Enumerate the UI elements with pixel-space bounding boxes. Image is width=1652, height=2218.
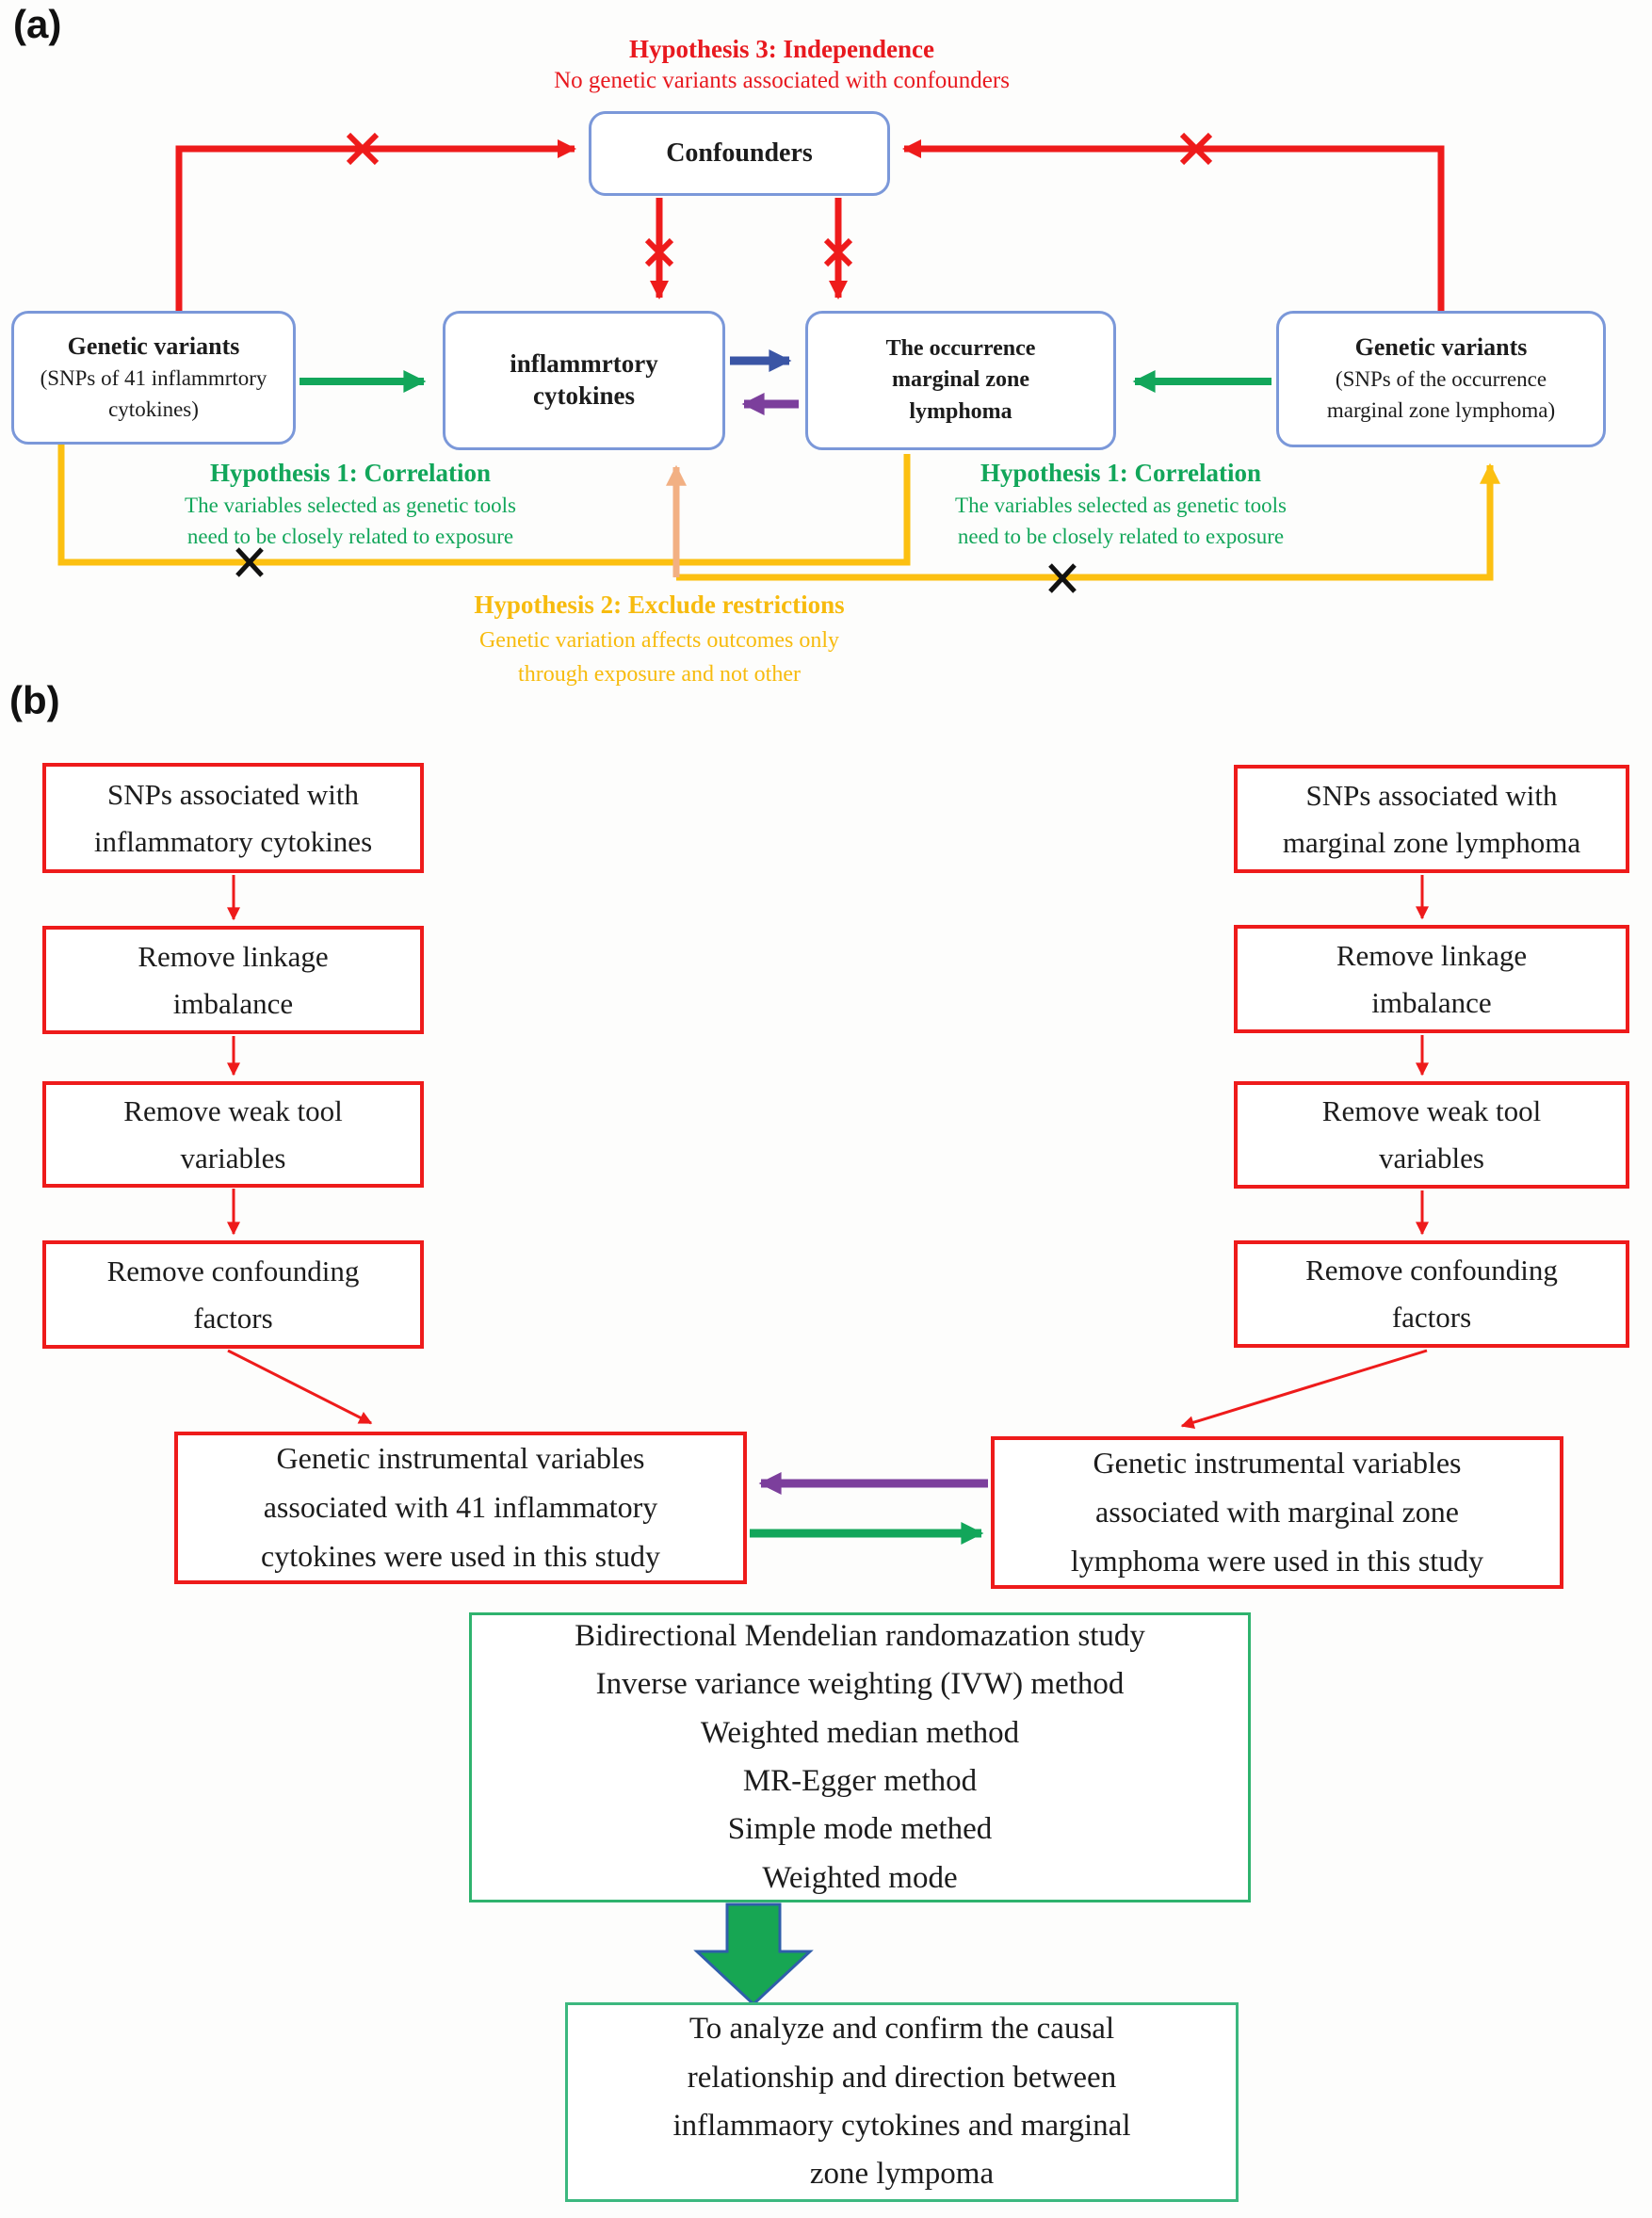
confounders-box: Confounders <box>589 111 890 196</box>
left-variants-title: Genetic variants <box>67 332 240 360</box>
left-variants-line2: (SNPs of 41 inflammrtory <box>40 365 267 390</box>
panel-b-label: (b) <box>9 678 60 722</box>
confounders-label: Confounders <box>666 138 813 169</box>
cross-mark-confounder-lymphoma-icon <box>823 237 853 267</box>
result-box-cytokines: Genetic instrumental variables associate… <box>174 1432 747 1584</box>
result-line: lymphoma were used in this study <box>1070 1543 1484 1578</box>
method-line: Simple mode methed <box>727 1812 993 1847</box>
step-line: variables <box>180 1141 286 1174</box>
cross-mark-confounder-cytokines-icon <box>644 237 674 267</box>
step-line: variables <box>1379 1141 1484 1174</box>
method-line: MR-Egger method <box>742 1764 978 1798</box>
arrow-right-variants-to-confounders <box>902 139 1445 314</box>
lymphoma-line1: The occurrence <box>885 335 1036 361</box>
step-line: marginal zone lymphoma <box>1282 825 1581 859</box>
hypothesis3-subtitle: No genetic variants associated with conf… <box>554 68 1010 93</box>
step-line: Remove weak tool <box>1321 1094 1542 1128</box>
result-line: associated with marginal zone <box>1095 1495 1459 1530</box>
hypothesis2-line1: Genetic variation affects outcomes only <box>478 627 840 653</box>
step-line: factors <box>193 1301 273 1335</box>
step-box-linkage-right: Remove linkage imbalance <box>1234 925 1629 1033</box>
hypothesis1-right-title: Hypothesis 1: Correlation <box>980 459 1261 487</box>
lymphoma-line2: marginal zone <box>892 367 1029 393</box>
cytokines-line1: inflammrtory <box>510 349 658 379</box>
arrow-left-variants-to-confounders <box>175 139 576 314</box>
cross-mark-right-yellow-icon <box>1048 563 1077 593</box>
hypothesis2-block: Hypothesis 2: Exclude restrictions Genet… <box>367 590 951 691</box>
path-left-variants-direct-to-lymphoma <box>57 445 911 566</box>
step-box-confounding-right: Remove confounding factors <box>1234 1240 1629 1348</box>
result-line: associated with 41 inflammatory <box>263 1490 658 1525</box>
step-line: Remove weak tool <box>123 1093 343 1127</box>
method-line: Weighted mode <box>762 1860 958 1895</box>
hypothesis1-left-line1: The variables selected as genetic tools <box>185 493 516 517</box>
left-variants-box: Genetic variants (SNPs of 41 inflammrtor… <box>11 311 296 445</box>
left-variants-line3: cytokines) <box>108 397 199 421</box>
cross-mark-right-red-icon <box>1179 132 1213 166</box>
step-line: factors <box>1391 1301 1472 1334</box>
result-line: cytokines were used in this study <box>261 1538 660 1573</box>
method-line: Bidirectional Mendelian randomazation st… <box>575 1618 1145 1653</box>
step-box-snps-cytokines: SNPs associated with inflammatory cytoki… <box>42 763 424 873</box>
hypothesis2-line2: through exposure and not other <box>518 662 801 688</box>
hypothesis1-right-line2: need to be closely related to exposure <box>957 525 1285 549</box>
cytokines-box: inflammrtory cytokines <box>443 311 725 450</box>
method-line: Inverse variance weighting (IVW) method <box>595 1667 1125 1702</box>
right-variants-box: Genetic variants (SNPs of the occurrence… <box>1276 311 1606 447</box>
step-box-snps-lymphoma: SNPs associated with marginal zone lymph… <box>1234 765 1629 873</box>
result-line: Genetic instrumental variables <box>276 1441 645 1476</box>
cytokines-line2: cytokines <box>533 381 635 410</box>
conclusion-line: zone lympoma <box>809 2157 995 2192</box>
cross-mark-left-red-icon <box>346 132 380 166</box>
right-variants-line2: (SNPs of the occurrence <box>1335 367 1547 392</box>
methods-box: Bidirectional Mendelian randomazation st… <box>469 1612 1251 1902</box>
hypothesis2-title: Hypothesis 2: Exclude restrictions <box>474 591 845 619</box>
conclusion-line: To analyze and confirm the causal <box>688 2012 1115 2047</box>
hypothesis1-left-block: Hypothesis 1: Correlation The variables … <box>115 458 586 552</box>
lymphoma-box: The occurrence marginal zone lymphoma <box>805 311 1116 450</box>
arrow-b-left-diagonal <box>227 1349 373 1425</box>
step-box-weak-tools-left: Remove weak tool variables <box>42 1081 424 1188</box>
result-box-lymphoma: Genetic instrumental variables associate… <box>991 1436 1563 1589</box>
arrow-b-right-diagonal <box>1180 1349 1428 1429</box>
hypothesis1-right-line1: The variables selected as genetic tools <box>955 493 1287 517</box>
step-line: inflammatory cytokines <box>93 824 373 858</box>
step-line: SNPs associated with <box>107 777 359 811</box>
block-arrow-down-icon <box>693 1902 814 2007</box>
step-line: SNPs associated with <box>1305 778 1558 812</box>
hypothesis3-title: Hypothesis 3: Independence <box>628 35 935 63</box>
step-box-linkage-left: Remove linkage imbalance <box>42 926 424 1034</box>
path-direct-to-right-variants <box>676 462 1500 581</box>
step-line: imbalance <box>1371 985 1492 1019</box>
step-line: Remove linkage <box>1336 938 1528 972</box>
step-box-confounding-left: Remove confounding factors <box>42 1240 424 1349</box>
hypothesis1-right-block: Hypothesis 1: Correlation The variables … <box>885 458 1356 552</box>
right-variants-line3: marginal zone lymphoma) <box>1326 398 1556 423</box>
panel-a-label: (a) <box>13 2 62 46</box>
lymphoma-line3: lymphoma <box>909 398 1012 424</box>
conclusion-line: relationship and direction between <box>687 2060 1117 2095</box>
method-line: Weighted median method <box>700 1715 1020 1750</box>
step-box-weak-tools-right: Remove weak tool variables <box>1234 1081 1629 1189</box>
step-line: Remove confounding <box>1305 1254 1558 1287</box>
right-variants-title: Genetic variants <box>1354 333 1528 362</box>
step-line: Remove linkage <box>138 939 329 973</box>
hypothesis1-left-title: Hypothesis 1: Correlation <box>210 459 491 487</box>
conclusion-box: To analyze and confirm the causal relati… <box>565 2002 1239 2202</box>
step-line: imbalance <box>172 986 294 1020</box>
result-line: Genetic instrumental variables <box>1093 1446 1462 1481</box>
cross-mark-left-yellow-icon <box>235 547 264 577</box>
step-line: Remove confounding <box>106 1254 360 1287</box>
hypothesis1-left-line2: need to be closely related to exposure <box>186 525 514 549</box>
conclusion-line: inflammaory cytokines and marginal <box>672 2109 1131 2143</box>
